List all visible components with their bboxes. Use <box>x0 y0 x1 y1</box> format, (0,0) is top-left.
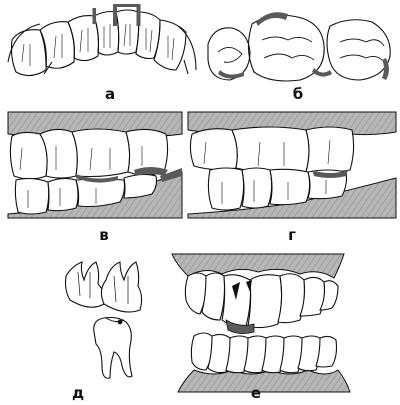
panel-e-upper-tooth-7 <box>319 280 339 311</box>
panel-a-tooth-7 <box>153 19 187 71</box>
panel-v-contact-1 <box>76 174 118 183</box>
panel-e-lower-tooth-1 <box>190 332 213 371</box>
panel-b-grooves <box>217 36 385 63</box>
panel-g-contact-marks <box>312 170 348 178</box>
panel-e-lower-tooth-6 <box>279 335 304 374</box>
panel-e-contact-1 <box>225 319 255 334</box>
panel-d-drawing <box>64 261 143 379</box>
panel-a-contact-top <box>113 4 140 7</box>
panel-b-contact-marks <box>218 12 389 80</box>
panel-e-upper-tooth-1 <box>184 272 207 315</box>
panel-label-e: е <box>250 384 262 402</box>
panel-g-lower-tooth-3 <box>269 168 311 206</box>
panel-v-contact-2 <box>134 167 168 176</box>
panel-label-a: а <box>104 85 116 103</box>
panel-b-tooth-premolar <box>207 27 251 81</box>
panel-g-upper-tooth-2 <box>231 126 310 174</box>
panel-e-contact-3 <box>246 280 252 292</box>
panel-g-upper-tooth-1 <box>189 128 238 171</box>
panel-a-contact-1 <box>92 8 96 24</box>
panel-v-drawing <box>7 111 183 219</box>
panel-e-lower-tooth-8 <box>315 335 338 368</box>
panel-a-tooth-3 <box>67 15 100 62</box>
panel-g-lower-tooth-2 <box>241 167 273 209</box>
panel-b-tooth-first-molar <box>247 14 325 82</box>
panel-g-lower-tooth-1 <box>207 167 245 211</box>
panel-b-contact-2 <box>218 70 244 79</box>
panel-v-contact-marks <box>76 167 182 183</box>
panel-v-lower-tooth-3 <box>75 178 126 208</box>
panel-a-tooth-2 <box>39 21 75 69</box>
panel-a-texture <box>21 23 175 66</box>
panel-b-contact-3 <box>312 68 332 77</box>
panel-e-contact-marks <box>225 280 255 334</box>
panel-b-tooth-second-molar <box>326 19 391 81</box>
panel-d-contact-point <box>117 319 123 325</box>
panel-a-tooth-5 <box>115 9 140 55</box>
panel-e-lower-gum <box>177 369 351 393</box>
panel-a-contact-2 <box>113 4 117 26</box>
panel-d-upper-tooth-left <box>64 261 105 308</box>
panel-g-texture <box>203 139 331 204</box>
panel-v-texture <box>19 146 143 208</box>
panel-v-lower-tooth-2 <box>47 177 79 212</box>
panel-e-lower-tooth-5 <box>261 335 286 374</box>
panel-v-upper-tooth-3 <box>71 128 131 178</box>
panel-a-tooth-1 <box>10 29 47 77</box>
panel-label-b: б <box>292 85 304 103</box>
panel-label-g: г <box>288 226 296 244</box>
panel-e-upper-tooth-4 <box>247 274 283 329</box>
panel-a-contact-3 <box>136 4 141 26</box>
panel-a-palate-line <box>43 61 53 75</box>
panel-d-lower-tooth <box>93 316 133 379</box>
panel-e-upper-tooth-2 <box>201 272 226 321</box>
panel-label-d: д <box>71 384 85 402</box>
panel-a-contact-marks <box>92 4 141 26</box>
panel-e-lower-tooth-7 <box>297 335 322 372</box>
panel-a-palate-line-2 <box>183 59 189 75</box>
panel-a-arch-left <box>7 23 41 63</box>
panel-e-contact-2 <box>232 282 240 300</box>
panel-e-drawing <box>171 253 351 393</box>
panel-a-drawing <box>7 4 197 77</box>
panel-a-tooth-6 <box>135 11 161 60</box>
panel-g-drawing <box>187 111 397 219</box>
panel-v-upper-tooth-1 <box>9 131 48 180</box>
panel-e-upper-tooth-5 <box>277 273 306 324</box>
panel-a-arch-right <box>177 25 197 71</box>
panel-d-upper-tooth-right <box>100 261 143 313</box>
panel-e-lower-tooth-4 <box>243 335 268 374</box>
panel-d-contact-line <box>105 317 125 323</box>
panel-e-upper-tooth-6 <box>299 276 326 317</box>
panel-e-lower-tooth-3 <box>225 335 250 374</box>
panel-g-contact-1 <box>312 170 348 178</box>
panel-v-lower-tooth-4 <box>123 173 158 199</box>
panel-v-lower-tooth-1 <box>14 177 50 215</box>
panel-g-upper-tooth-3 <box>305 126 355 174</box>
panel-a-teeth <box>10 9 187 77</box>
panel-b-contact-1 <box>256 12 288 26</box>
panel-v-contact-3 <box>160 168 182 182</box>
panel-b-drawing <box>207 12 391 82</box>
panel-b-contact-4 <box>382 58 389 80</box>
panel-label-v: в <box>99 226 109 244</box>
panel-e-lower-tooth-2 <box>207 333 232 374</box>
